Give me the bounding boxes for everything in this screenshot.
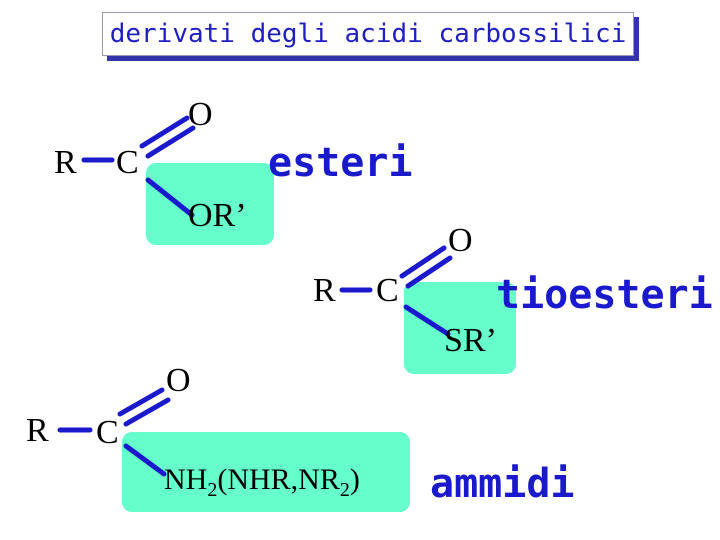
ammidi-c-o-double-bond-1 — [117, 387, 165, 417]
ammidi-close-paren: ) — [349, 463, 360, 496]
tioesteri-sr-label: SR’ — [444, 322, 497, 359]
ammidi-o-label: O — [166, 362, 191, 399]
esteri-c-o-double-bond-2 — [145, 125, 196, 159]
tioesteri-highlight — [404, 282, 516, 374]
ammidi-nh-text: NH — [164, 463, 208, 496]
tioesteri-c-o-double-bond-1 — [399, 245, 447, 279]
tioesteri-o-label: O — [448, 222, 473, 259]
esteri-c-label: C — [116, 144, 139, 181]
ammidi-name: ammidi — [430, 461, 575, 507]
ammidi-c-n-bond — [123, 443, 167, 477]
esteri-or-label: OR’ — [188, 197, 247, 234]
ammidi-nhr-text: (NHR,NR — [217, 463, 340, 496]
tioesteri-c-sr-bond — [403, 304, 451, 337]
tioesteri-r-label: R — [313, 272, 336, 309]
esteri-highlight — [146, 163, 274, 245]
ammidi-c-label: C — [96, 414, 119, 451]
ammidi-sub-2b: 2 — [339, 479, 350, 501]
esteri-name: esteri — [268, 140, 413, 186]
esteri-o-label: O — [188, 96, 213, 133]
tioesteri-c-o-double-bond-2 — [405, 255, 453, 289]
page-title: derivati degli acidi carbossilici — [109, 19, 627, 49]
esteri-c-o-double-bond-1 — [139, 115, 190, 149]
ammidi-nh2-label: NH2(NHR,NR2) — [164, 463, 360, 501]
tioesteri-name: tioesteri — [496, 272, 713, 318]
ammidi-r-label: R — [26, 412, 49, 449]
esteri-c-or-bond — [145, 177, 195, 218]
ammidi-highlight — [122, 432, 410, 512]
ammidi-c-o-double-bond-2 — [123, 397, 171, 427]
esteri-r-label: R — [54, 144, 77, 181]
tioesteri-c-label: C — [376, 272, 399, 309]
title-box: derivati degli acidi carbossilici — [102, 12, 634, 56]
ammidi-sub-2a: 2 — [207, 479, 218, 501]
